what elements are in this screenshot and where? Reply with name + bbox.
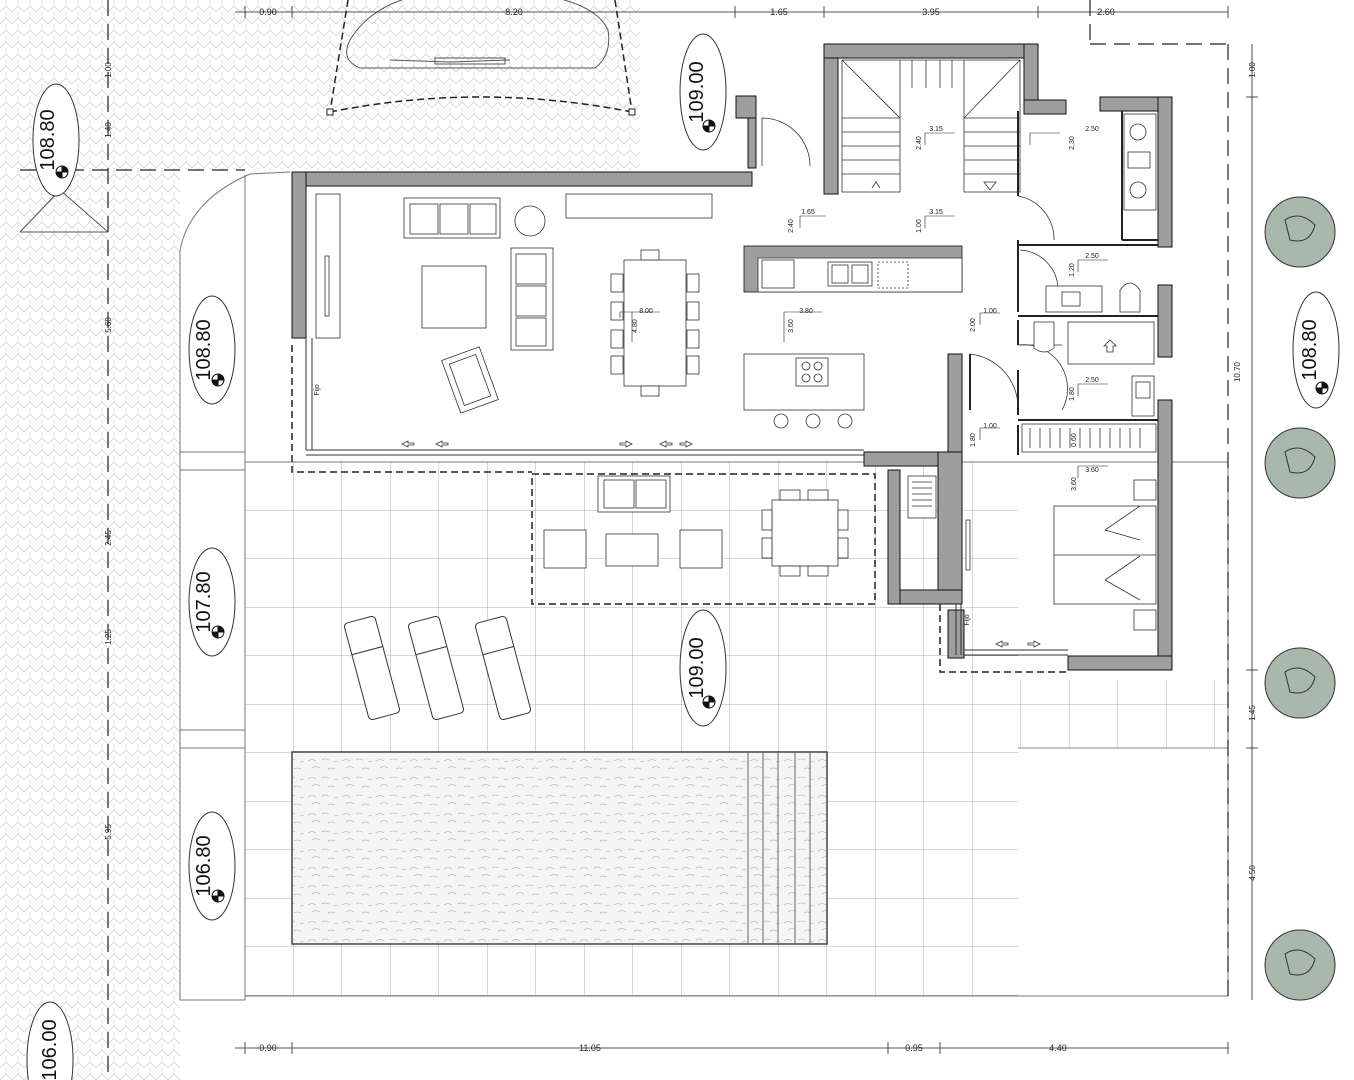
kitchen-height: 3.60 — [788, 319, 795, 333]
svg-text:108.80: 108.80 — [193, 319, 215, 380]
wc-width: 2.50 — [1085, 253, 1099, 260]
dim-bottom-4: 4.40 — [1049, 1043, 1067, 1053]
living-furniture — [315, 193, 713, 414]
elevation-marker-side-low: 106.80 — [188, 811, 236, 921]
bedroom-furniture — [965, 423, 1157, 631]
dimension-texts-bottom: 0.90 11.05 0.95 4.40 — [259, 1043, 1067, 1053]
elevation-marker-side-upper: 108.80 — [188, 295, 236, 405]
dim-right-4: 4.50 — [1248, 865, 1257, 881]
dim-right-1: 1.00 — [1248, 62, 1257, 78]
elevation-marker-side-mid: 107.80 — [188, 547, 236, 657]
passage-width: 1.00 — [983, 308, 997, 315]
wardrobe-depth: 0.60 — [1071, 433, 1078, 447]
living-width: 8.00 — [639, 308, 653, 315]
elevation-marker-top-left: 108.80 — [32, 83, 80, 197]
dim-bottom-3: 0.95 — [905, 1043, 923, 1053]
living-height: 4.80 — [632, 319, 639, 333]
svg-text:107.80: 107.80 — [193, 571, 215, 632]
dimension-texts-top: 0.90 8.20 1.65 3.95 2.60 — [259, 7, 1115, 17]
dimension-texts-left: 1.00 1.40 5.60 2.45 1.25 5.95 — [104, 62, 113, 840]
svg-text:109.00: 109.00 — [686, 637, 708, 698]
side-terrace — [1018, 680, 1228, 748]
sun-loungers — [344, 615, 531, 721]
porch-outline — [531, 473, 876, 605]
dim-top-1: 0.90 — [259, 7, 277, 17]
fixed-glazing-label: Fijo — [314, 384, 321, 395]
hall-width: 1.65 — [801, 209, 815, 216]
kitchen — [743, 245, 963, 429]
svg-text:109.00: 109.00 — [686, 61, 708, 122]
bath-fixtures — [1033, 113, 1157, 417]
dim-left-4: 2.45 — [104, 530, 113, 546]
elevation-marker-bottom-corner: 106.00 — [26, 1001, 74, 1080]
dim-left-6: 5.95 — [104, 824, 113, 840]
dim-bottom-1: 0.90 — [259, 1043, 277, 1053]
svg-text:108.80: 108.80 — [1299, 319, 1321, 380]
doors — [761, 117, 1068, 411]
kitchen-width: 3.80 — [799, 308, 813, 315]
bedroom-height: 3.60 — [1071, 477, 1078, 491]
dim-top-3: 1.65 — [770, 7, 788, 17]
side-paving — [0, 170, 180, 1080]
dim-right-2: 10.70 — [1233, 361, 1242, 382]
wc-height: 1.20 — [1069, 263, 1076, 277]
corridor-height: 1.00 — [916, 219, 923, 233]
dim-right-3: 1.45 — [1248, 705, 1257, 721]
elevation-marker-terrace: 109.00 — [679, 609, 727, 727]
svg-text:108.80: 108.80 — [37, 109, 59, 170]
dim-top-4: 3.95 — [922, 7, 940, 17]
elevation-marker-entrance: 109.00 — [679, 33, 727, 151]
hall-height: 2.40 — [788, 219, 795, 233]
passage2-width: 1.00 — [983, 423, 997, 430]
dim-top-5: 2.60 — [1097, 7, 1115, 17]
swimming-pool — [291, 751, 828, 945]
svg-text:106.00: 106.00 — [39, 1019, 61, 1080]
dim-bottom-2: 11.05 — [579, 1043, 601, 1053]
bedroom-width: 3.60 — [1085, 467, 1099, 474]
passage-height: 2.00 — [970, 318, 977, 332]
sliding-arrows — [401, 440, 1041, 648]
staircase — [841, 59, 1021, 193]
elevation-marker-right: 108.80 — [1292, 291, 1340, 409]
stair-width: 3.15 — [929, 126, 943, 133]
walls — [291, 43, 1173, 671]
laundry-height: 2.30 — [1069, 136, 1076, 150]
car-outline — [346, 0, 610, 69]
fixed-glazing-label-bedroom: Fijo — [964, 614, 971, 625]
stair-height: 2.40 — [916, 136, 923, 150]
passage2-height: 1.80 — [970, 433, 977, 447]
outdoor-furniture — [543, 475, 937, 577]
dim-top-2: 8.20 — [505, 7, 523, 17]
dimension-lines — [235, 6, 1258, 1054]
trees — [1264, 196, 1336, 1001]
partitions — [969, 111, 1158, 455]
svg-text:106.80: 106.80 — [193, 835, 215, 896]
bath-height: 1.80 — [1069, 387, 1076, 401]
dim-left-3: 5.60 — [104, 317, 113, 333]
bath-width: 2.50 — [1085, 377, 1099, 384]
glazing — [305, 338, 1068, 656]
laundry-width: 2.50 — [1085, 126, 1099, 133]
dining-table — [610, 249, 700, 397]
dim-left-5: 1.25 — [104, 629, 113, 645]
dimension-texts-right: 1.00 10.70 1.45 4.50 — [1233, 62, 1257, 881]
dim-left-2: 1.40 — [104, 122, 113, 138]
dim-left-1: 1.00 — [104, 62, 113, 78]
driveway-paving — [0, 0, 640, 170]
room-dims — [619, 132, 1108, 478]
corridor-width: 3.15 — [929, 209, 943, 216]
